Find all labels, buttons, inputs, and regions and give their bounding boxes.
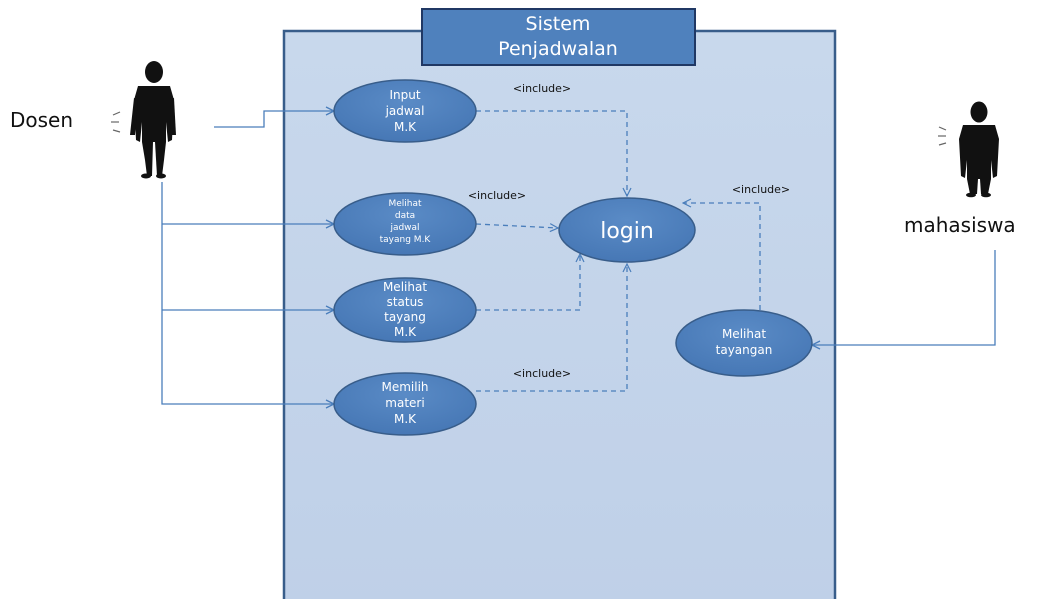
actor-mahasiswa-figure xyxy=(959,101,999,198)
include-melihat-data-login xyxy=(475,224,558,228)
system-title-line-2: Penjadwalan xyxy=(498,38,618,60)
usecase-input-jadwal-line-3: M.K xyxy=(394,120,417,134)
usecase-melihat-tayangan-line-1: Melihat xyxy=(722,327,766,341)
include-label-1: <include> xyxy=(513,82,571,95)
include-label-4: <include> xyxy=(513,367,571,380)
usecase-input-jadwal-line-1: Input xyxy=(389,88,420,102)
usecase-melihat-data-line-3: jadwal xyxy=(389,223,419,233)
usecase-input-jadwal[interactable]: Input jadwal M.K xyxy=(333,79,477,143)
system-title-box: Sistem Penjadwalan xyxy=(421,8,696,66)
include-memilih-materi-login xyxy=(476,264,627,392)
actor-dosen-label: Dosen xyxy=(10,108,73,132)
usecase-melihat-data-line-2: data xyxy=(395,211,415,221)
assoc-dosen-trunk xyxy=(161,182,334,404)
usecase-login[interactable]: login xyxy=(558,197,696,263)
actor-mahasiswa-label: mahasiswa xyxy=(904,213,1016,237)
dosen-associations xyxy=(161,111,334,404)
assoc-dosen-input-jadwal xyxy=(214,111,334,128)
usecase-melihat-tayangan-line-2: tayangan xyxy=(716,343,773,357)
actor-dosen-motion-lines xyxy=(111,111,121,133)
system-title-line-1: Sistem xyxy=(526,13,591,35)
usecase-melihat-status-line-3: tayang xyxy=(384,310,426,324)
include-melihat-status-login xyxy=(476,254,580,311)
include-lines xyxy=(475,110,761,392)
include-input-jadwal-login xyxy=(476,110,627,196)
usecase-input-jadwal-line-2: jadwal xyxy=(385,104,425,118)
usecase-melihat-status-line-4: M.K xyxy=(394,325,417,339)
include-label-2: <include> xyxy=(468,189,526,202)
usecase-melihat-status[interactable]: Melihat status tayang M.K xyxy=(333,277,477,343)
usecase-memilih-materi-line-3: M.K xyxy=(394,412,417,426)
usecase-melihat-data-line-1: Melihat xyxy=(388,199,422,209)
actor-mahasiswa-motion-lines xyxy=(938,126,947,146)
assoc-mahasiswa-melihat-tayangan xyxy=(812,250,996,345)
usecase-melihat-status-line-2: status xyxy=(387,295,424,309)
usecase-memilih-materi-line-1: Memilih xyxy=(381,380,428,394)
usecase-melihat-status-line-1: Melihat xyxy=(383,280,427,294)
usecase-melihat-data[interactable]: Melihat data jadwal tayang M.K xyxy=(333,192,477,256)
actor-dosen-figure xyxy=(130,61,176,179)
usecase-login-label: login xyxy=(600,219,654,244)
usecase-melihat-data-line-4: tayang M.K xyxy=(380,235,432,245)
usecase-memilih-materi-line-2: materi xyxy=(385,396,424,410)
usecase-melihat-tayangan[interactable]: Melihat tayangan xyxy=(675,309,813,377)
usecase-memilih-materi[interactable]: Memilih materi M.K xyxy=(333,372,477,436)
include-label-3: <include> xyxy=(732,183,790,196)
